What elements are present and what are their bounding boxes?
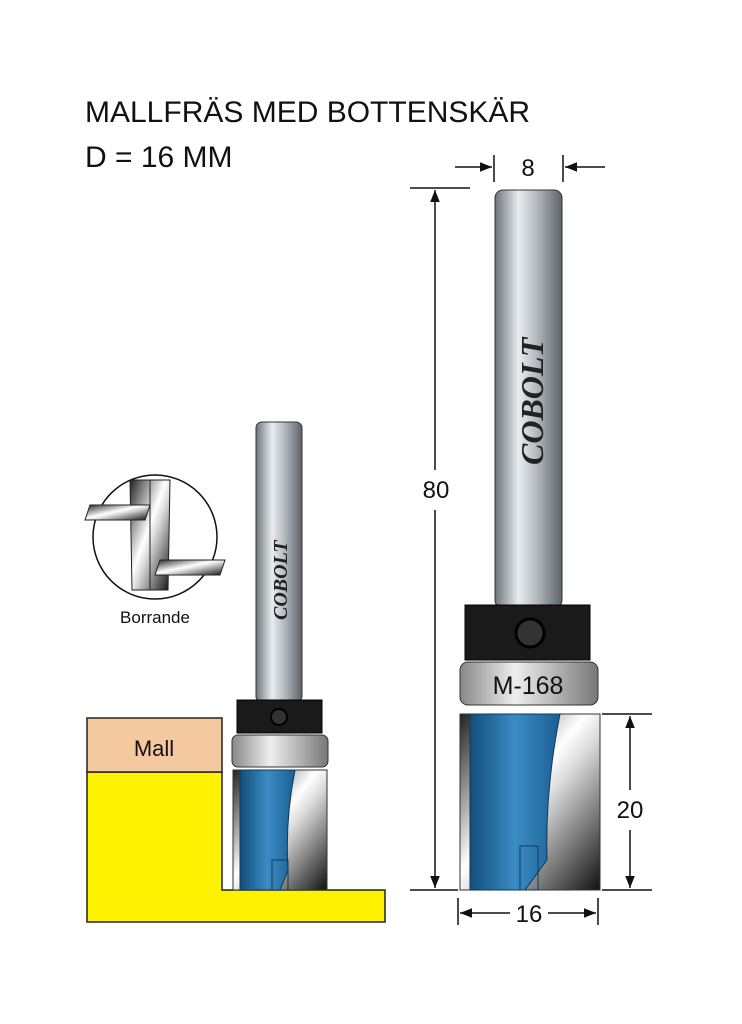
title-line-2: D = 16 MM [85,141,233,174]
total-length-label: 80 [423,477,450,504]
drilling-detail [84,474,226,600]
large-router-bit: COBOLT M-168 [459,189,601,891]
detail-label: Borrande [120,608,190,627]
small-router-bit: COBOLT [231,421,329,891]
large-bit-brand: COBOLT [514,336,550,465]
title-line-1: MALLFRÄS MED BOTTENSKÄR [85,96,530,129]
shank-diameter-label: 8 [521,155,534,182]
dimension-lines [410,155,652,925]
bearing-label: M-168 [493,672,564,700]
template [86,717,223,773]
small-bit-brand: COBOLT [270,540,292,620]
cut-length-label: 20 [617,797,644,824]
cut-diameter-label: 16 [516,901,543,928]
template-label: Mall [134,736,174,761]
